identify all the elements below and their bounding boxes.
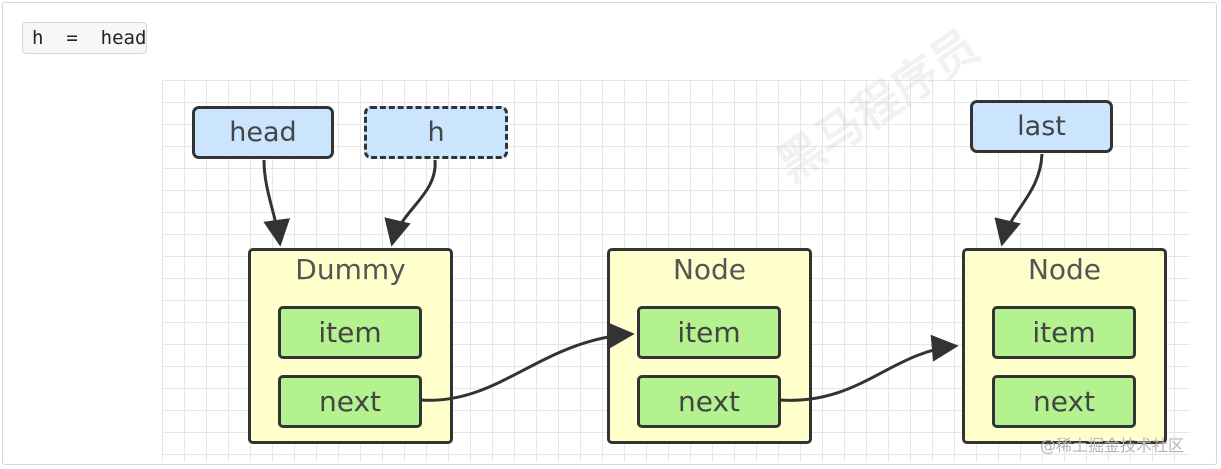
node-item-field: item [992, 306, 1136, 359]
node-item-field: item [278, 306, 422, 359]
site-credit: @稀土掘金技术社区 [1040, 436, 1185, 455]
node-title: Dummy [295, 253, 406, 286]
node-next-field: next [278, 375, 422, 428]
arrow-last-to-node2 [994, 153, 1044, 247]
node-2: Node item next [962, 248, 1167, 444]
node-next-field: next [637, 375, 781, 428]
node-1: Node item next [607, 248, 812, 444]
node-item-field: item [637, 306, 781, 359]
pointer-head: head [192, 106, 334, 159]
node-title: Node [672, 253, 747, 286]
node-title: Node [1027, 253, 1102, 286]
arrow-dummy-next-to-node1-item [420, 322, 635, 402]
dummy-node: Dummy item next [248, 248, 453, 444]
pointer-h: h [364, 106, 508, 159]
node-next-field: next [992, 375, 1136, 428]
arrow-h-to-dummy [384, 159, 437, 247]
arrow-node1-next-to-node2-item [779, 334, 959, 402]
code-label: h = head [22, 22, 147, 54]
arrow-head-to-dummy [262, 159, 291, 247]
pointer-last: last [970, 100, 1113, 153]
